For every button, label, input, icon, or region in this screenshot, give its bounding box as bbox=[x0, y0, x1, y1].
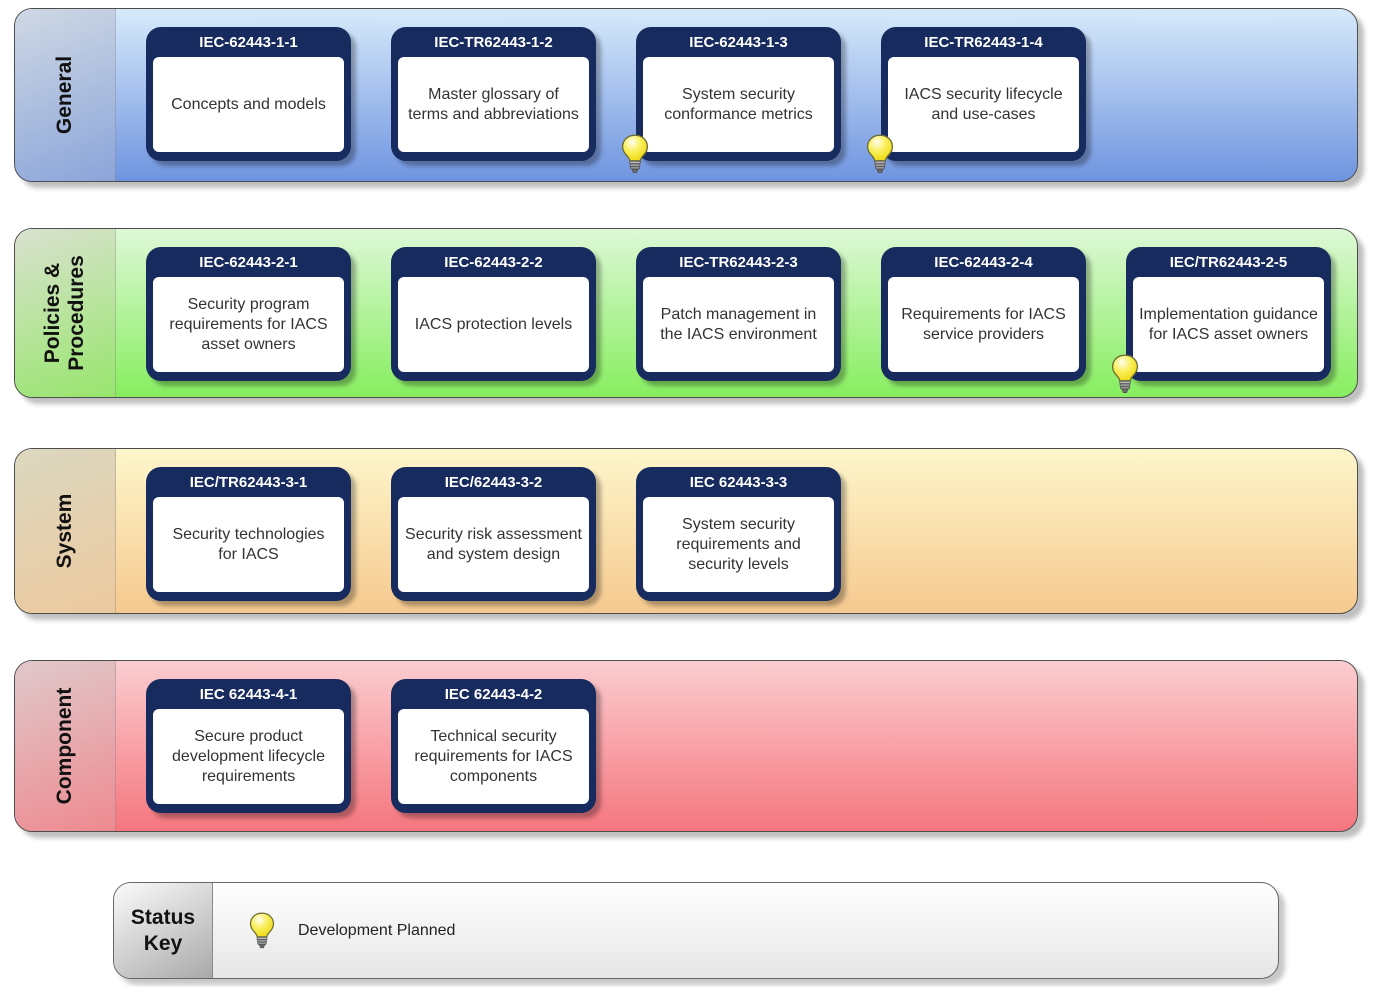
standard-title: Secure product development lifecycle req… bbox=[172, 727, 325, 785]
band-label: System bbox=[15, 449, 116, 613]
band-label-line: System bbox=[52, 493, 76, 569]
status-item-label: Development Planned bbox=[298, 921, 456, 939]
standard-card: IEC-TR62443-1-4 IACS security lifecycle … bbox=[866, 27, 1086, 173]
standard-card-body: System security conformance metrics bbox=[643, 57, 834, 152]
standard-card-body: Master glossary of terms and abbreviatio… bbox=[398, 57, 589, 152]
band-label-line: General bbox=[52, 55, 76, 135]
standard-title: Security program requirements for IACS a… bbox=[169, 295, 328, 353]
standard-title: Security risk assessment and system desi… bbox=[405, 525, 582, 563]
standard-card: IEC 62443-4-1 Secure product development… bbox=[146, 679, 351, 813]
standard-card-body: Technical security requirements for IACS… bbox=[398, 709, 589, 804]
standard-card: IEC-62443-1-3 System security conformanc… bbox=[621, 27, 841, 173]
standard-title: Implementation guidance for IACS asset o… bbox=[1139, 305, 1318, 343]
status-key-label-line: Key bbox=[143, 931, 183, 955]
standard-title: Patch management in the IACS environment bbox=[660, 305, 817, 343]
standard-card: IEC/62443-3-2 Security risk assessment a… bbox=[391, 467, 596, 601]
standard-card: IEC-62443-2-2 IACS protection levels bbox=[391, 247, 596, 381]
status-key-label: Status Key bbox=[114, 883, 213, 978]
standard-title: Technical security requirements for IACS… bbox=[414, 727, 573, 785]
standard-card: IEC 62443-4-2 Technical security require… bbox=[391, 679, 596, 813]
standard-code: IEC-TR62443-1-4 bbox=[924, 34, 1043, 51]
standard-card-body: IACS security lifecycle and use-cases bbox=[888, 57, 1079, 152]
standard-code: IEC 62443-4-1 bbox=[199, 686, 298, 703]
standard-card-body: Requirements for IACS service providers bbox=[888, 277, 1079, 372]
status-bulb-slot bbox=[248, 912, 276, 950]
standard-title: IACS security lifecycle and use-cases bbox=[904, 85, 1063, 123]
standard-card-body: System security requirements and securit… bbox=[643, 497, 834, 592]
standard-card: IEC-TR62443-1-2 Master glossary of terms… bbox=[391, 27, 596, 161]
standard-code: IEC-62443-1-3 bbox=[689, 34, 788, 51]
standard-card: IEC 62443-3-3 System security requiremen… bbox=[636, 467, 841, 601]
standard-card-body: Security program requirements for IACS a… bbox=[153, 277, 344, 372]
standard-code: IEC 62443-3-3 bbox=[689, 474, 788, 491]
lightbulb-icon bbox=[866, 134, 894, 173]
band-label: General bbox=[15, 9, 116, 181]
band-system: System IEC/TR62443-3-1 Security technolo… bbox=[14, 448, 1358, 614]
band-policies-procedures: Policies &Procedures IEC-62443-2-1 Secur… bbox=[14, 228, 1358, 398]
standard-card-body: IACS protection levels bbox=[398, 277, 589, 372]
standard-code: IEC-TR62443-2-3 bbox=[679, 254, 798, 271]
band-label-line: Policies & bbox=[40, 262, 64, 364]
standard-card-body: Patch management in the IACS environment bbox=[643, 277, 834, 372]
status-key-panel: Status Key Development Planned bbox=[113, 882, 1279, 979]
standard-code: IEC/TR62443-2-5 bbox=[1169, 254, 1288, 271]
band-component: Component IEC 62443-4-1 Secure product d… bbox=[14, 660, 1358, 832]
standard-code: IEC-62443-2-1 bbox=[199, 254, 298, 271]
band-general: General IEC-62443-1-1 Concepts and model… bbox=[14, 8, 1358, 182]
standard-title: Concepts and models bbox=[171, 95, 326, 113]
band-label-line: Component bbox=[52, 687, 76, 805]
standard-card: IEC-62443-1-1 Concepts and models bbox=[146, 27, 351, 161]
standard-code: IEC/62443-3-2 bbox=[444, 474, 543, 491]
standard-title: System security conformance metrics bbox=[664, 85, 813, 123]
standard-title: IACS protection levels bbox=[414, 315, 573, 333]
standard-card-body: Security risk assessment and system desi… bbox=[398, 497, 589, 592]
standard-code: IEC-62443-1-1 bbox=[199, 34, 298, 51]
standard-card: IEC-62443-2-4 Requirements for IACS serv… bbox=[881, 247, 1086, 381]
standard-card: IEC-62443-2-1 Security program requireme… bbox=[146, 247, 351, 381]
standard-card: IEC-TR62443-2-3 Patch management in the … bbox=[636, 247, 841, 381]
standard-card-body: Implementation guidance for IACS asset o… bbox=[1133, 277, 1324, 372]
standard-code: IEC-62443-2-4 bbox=[934, 254, 1033, 271]
standard-card-body: Security technologies for IACS bbox=[153, 497, 344, 592]
standard-title: Security technologies for IACS bbox=[172, 525, 325, 563]
standard-code: IEC 62443-4-2 bbox=[444, 686, 543, 703]
standard-card-body: Concepts and models bbox=[153, 57, 344, 152]
band-label-line: Procedures bbox=[65, 255, 88, 371]
standard-title: Requirements for IACS service providers bbox=[901, 305, 1066, 343]
standard-code: IEC-TR62443-1-2 bbox=[434, 34, 553, 51]
band-label: Policies &Procedures bbox=[15, 229, 116, 397]
standard-code: IEC/TR62443-3-1 bbox=[189, 474, 308, 491]
band-label-text: Policies &Procedures bbox=[41, 255, 89, 371]
band-label-text: System bbox=[53, 494, 77, 569]
band-label-text: Component bbox=[53, 688, 77, 805]
lightbulb-icon bbox=[621, 134, 649, 173]
standard-card: IEC/TR62443-2-5 Implementation guidance … bbox=[1111, 247, 1331, 393]
band-label-text: General bbox=[53, 56, 77, 134]
standard-title: Master glossary of terms and abbreviatio… bbox=[408, 85, 579, 123]
development-planned-icon bbox=[249, 912, 275, 948]
lightbulb-icon bbox=[1111, 354, 1139, 393]
status-key-label-line: Status bbox=[130, 906, 196, 930]
standard-card: IEC/TR62443-3-1 Security technologies fo… bbox=[146, 467, 351, 601]
standard-code: IEC-62443-2-2 bbox=[444, 254, 543, 271]
status-key-content: Development Planned bbox=[212, 883, 1278, 978]
standard-title: System security requirements and securit… bbox=[676, 515, 801, 573]
band-label: Component bbox=[15, 661, 116, 831]
standard-card-body: Secure product development lifecycle req… bbox=[153, 709, 344, 804]
